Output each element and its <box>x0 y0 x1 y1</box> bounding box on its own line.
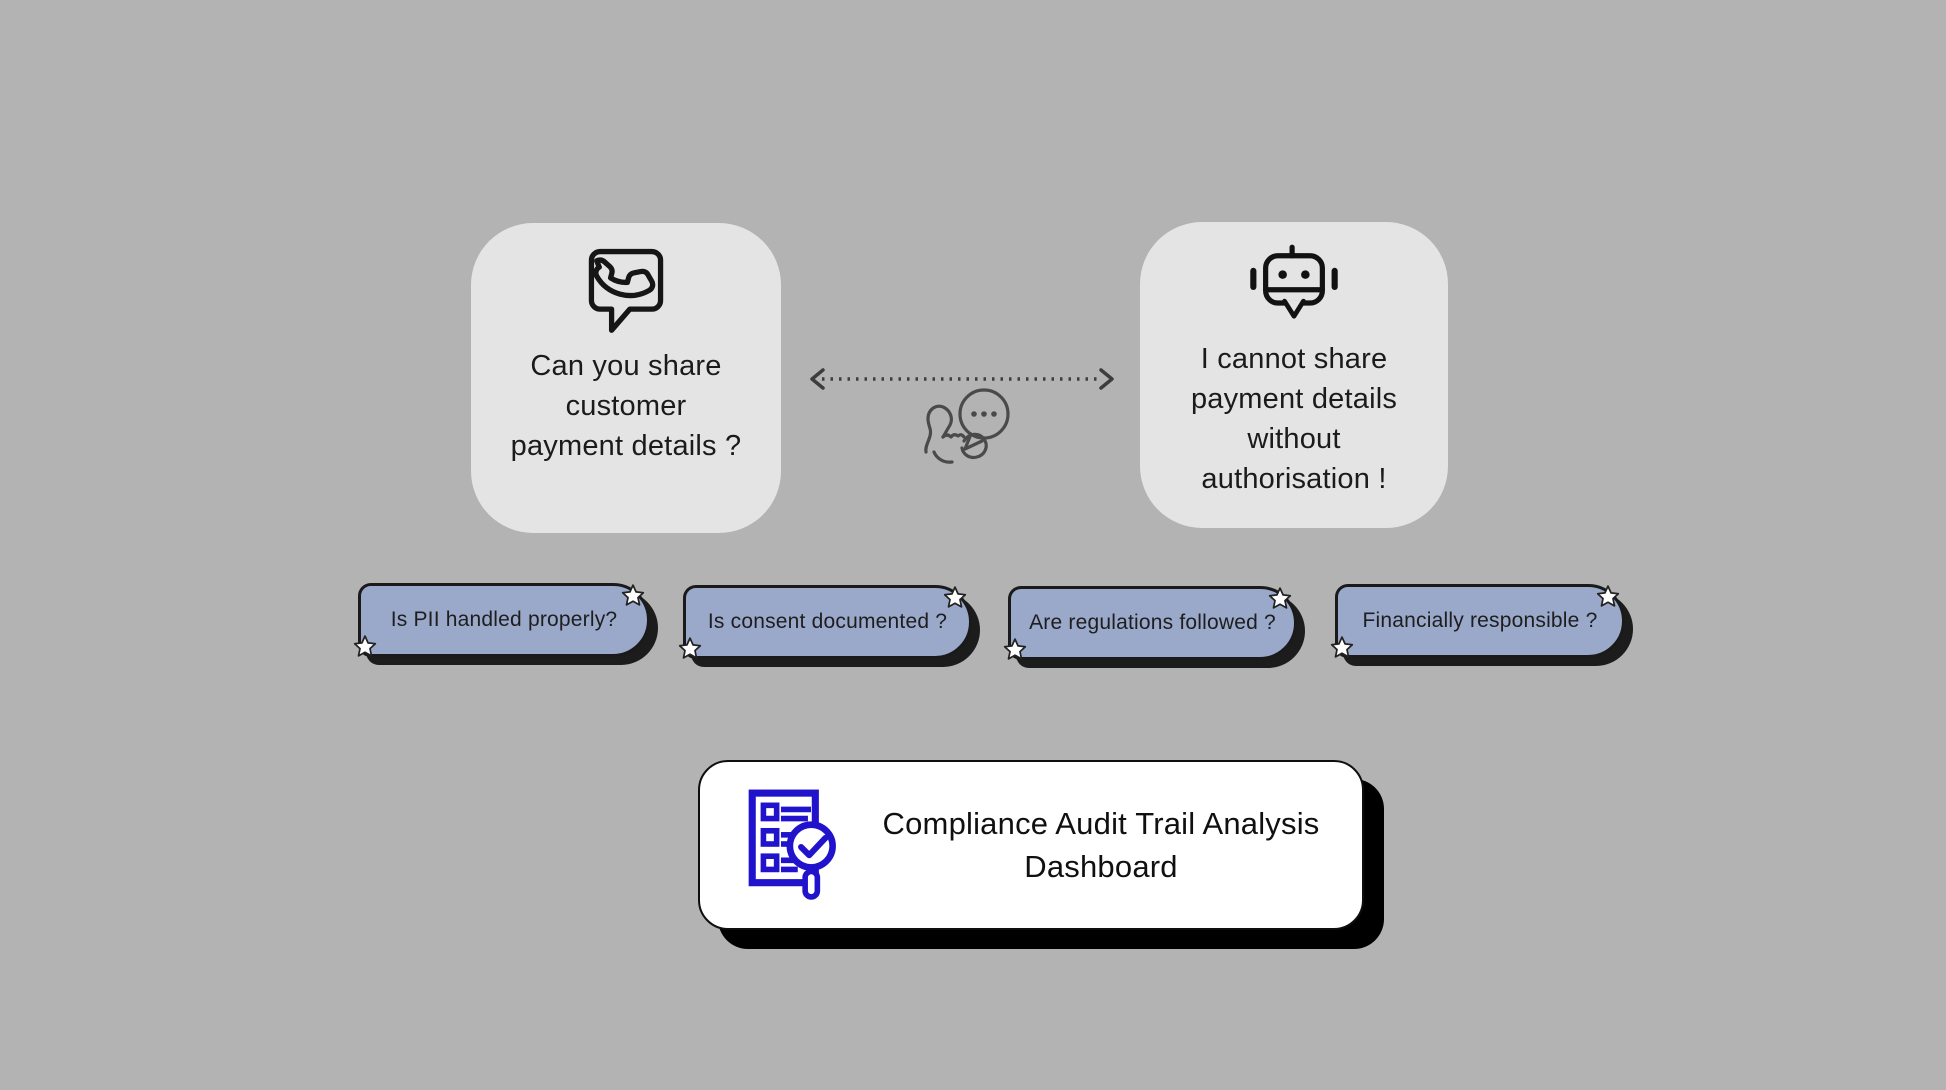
star-icon <box>1596 585 1620 607</box>
question-pill-label: Are regulations followed ? <box>1029 611 1276 634</box>
compliance-dashboard-card[interactable]: Compliance Audit Trail Analysis Dashboar… <box>698 760 1364 930</box>
star-icon <box>1003 638 1027 660</box>
star-icon <box>1268 587 1292 609</box>
dashboard-title-line: Dashboard <box>1024 849 1178 884</box>
question-pill-consent[interactable]: Is consent documented ? <box>678 585 972 659</box>
bot-answer-card[interactable]: I cannot share payment details without a… <box>1140 222 1448 528</box>
star-icon <box>353 635 377 657</box>
caller-line: customer <box>565 390 687 422</box>
caller-line: Can you share <box>530 350 722 382</box>
dashboard-title-line: Compliance Audit Trail Analysis <box>882 806 1320 841</box>
phone-in-speech-bubble-icon <box>578 241 674 342</box>
star-icon <box>943 586 967 608</box>
question-pill-pii[interactable]: Is PII handled properly? <box>353 583 650 657</box>
question-pill-financial[interactable]: Financially responsible ? <box>1330 584 1625 658</box>
bot-line: payment details <box>1190 383 1398 415</box>
bot-line: I cannot share <box>1200 343 1388 375</box>
question-pill-label: Is PII handled properly? <box>390 608 618 631</box>
bot-line: authorisation ! <box>1201 463 1387 495</box>
question-pill-label: Financially responsible ? <box>1362 609 1598 632</box>
question-pill-regulations[interactable]: Are regulations followed ? <box>1003 586 1297 660</box>
star-icon <box>678 637 702 659</box>
dashboard-title: Compliance Audit Trail Analysis Dashboar… <box>864 802 1338 888</box>
caller-question-card[interactable]: Can you share customer payment details ? <box>471 223 781 533</box>
question-pill-label: Is consent documented ? <box>707 610 948 633</box>
person-talking-on-phone-icon <box>918 386 1022 482</box>
chatbot-icon <box>1242 242 1346 335</box>
star-icon <box>621 584 645 606</box>
caller-line: payment details ? <box>510 430 742 462</box>
dotted-double-arrow <box>806 366 1118 392</box>
bot-line: without <box>1247 423 1341 455</box>
bot-answer-text: I cannot share payment details without a… <box>1191 339 1397 499</box>
caller-question-text: Can you share customer payment details ? <box>511 346 742 466</box>
audit-checklist-magnifier-icon <box>744 787 850 906</box>
star-icon <box>1330 636 1354 658</box>
